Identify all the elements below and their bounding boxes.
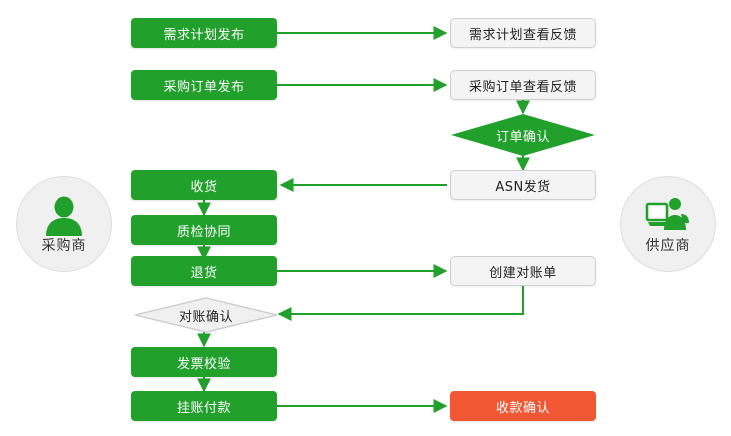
- node-label: 采购订单查看反馈: [468, 79, 577, 95]
- node-payable-payment[interactable]: 挂账付款: [131, 391, 277, 421]
- node-invoice-verification[interactable]: 发票校验: [131, 347, 277, 377]
- node-return-goods[interactable]: 退货: [131, 256, 277, 286]
- node-statement-confirm[interactable]: 对账确认: [134, 297, 278, 333]
- actor-supplier-label: 供应商: [645, 237, 691, 254]
- actor-supplier[interactable]: 供应商: [620, 176, 716, 272]
- node-label: 收货: [190, 179, 218, 195]
- node-purchase-order-publish[interactable]: 采购订单发布: [131, 70, 277, 100]
- person-at-computer-icon: [645, 197, 689, 230]
- node-label: 采购订单发布: [163, 79, 245, 95]
- actor-buyer[interactable]: 采购商: [16, 176, 112, 272]
- node-label: ASN发货: [495, 179, 551, 195]
- node-label: 需求计划查看反馈: [468, 27, 577, 43]
- node-order-confirm[interactable]: 订单确认: [451, 114, 595, 156]
- edge-create-statement-to-statement-confirm: [277, 286, 524, 321]
- node-label: 挂账付款: [176, 400, 231, 416]
- node-demand-plan-publish[interactable]: 需求计划发布: [131, 18, 277, 48]
- node-label: 质检协同: [176, 224, 231, 240]
- node-goods-receipt[interactable]: 收货: [131, 170, 277, 200]
- node-create-statement[interactable]: 创建对账单: [450, 256, 596, 286]
- node-demand-plan-feedback[interactable]: 需求计划查看反馈: [450, 18, 596, 48]
- node-label: 创建对账单: [489, 265, 557, 281]
- node-label: 发票校验: [176, 356, 231, 372]
- node-label: 订单确认: [495, 129, 550, 145]
- node-label: 收款确认: [495, 400, 550, 416]
- node-quality-collaboration[interactable]: 质检协同: [131, 215, 277, 245]
- actor-buyer-label: 采购商: [41, 237, 87, 254]
- node-label: 退货: [190, 265, 218, 281]
- diamond-shape: [451, 114, 595, 156]
- diamond-shape: [134, 297, 278, 333]
- node-label: 需求计划发布: [163, 27, 245, 43]
- person-icon: [46, 196, 82, 236]
- node-label: 对账确认: [178, 309, 233, 325]
- node-purchase-order-feedback[interactable]: 采购订单查看反馈: [450, 70, 596, 100]
- node-payment-confirm[interactable]: 收款确认: [450, 391, 596, 421]
- node-asn-shipment[interactable]: ASN发货: [450, 170, 596, 200]
